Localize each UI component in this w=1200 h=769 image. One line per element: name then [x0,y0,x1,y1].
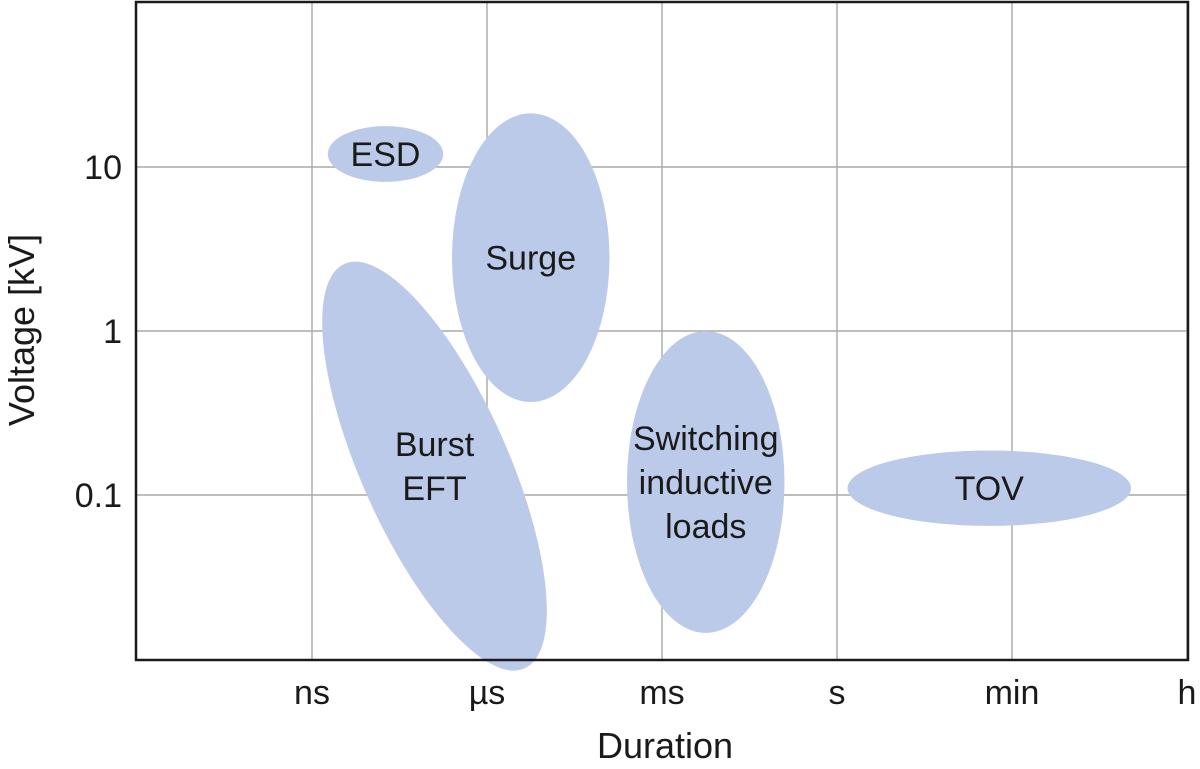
region-label: EFT [402,470,466,508]
region-label: Switching [633,420,779,458]
x-tick-label: h [1178,674,1197,712]
region: TOV [847,450,1131,526]
region-ellipse [322,261,547,671]
y-tick-label: 10 [84,149,122,187]
region-label: Burst [395,426,475,464]
region-label: Surge [485,240,576,278]
y-axis-label: Voltage [kV] [1,234,42,426]
region: Surge [452,113,610,402]
region-label: ESD [351,136,421,174]
region: ESD [327,126,444,182]
region-label: inductive [639,464,773,502]
x-tick-label: s [829,674,846,712]
region-ellipse [847,450,1131,526]
region: Switching inductive loads [627,331,785,633]
y-tick-label: 1 [103,313,122,351]
x-tick-label: µs [469,674,506,712]
x-ticks: ns µs ms s min h [294,674,1196,712]
plot-frame [134,0,1190,662]
x-axis-label: Duration [597,725,733,766]
region-ellipse [627,331,785,633]
region-label: TOV [955,470,1025,508]
y-ticks: 10 1 0.1 [75,149,122,515]
x-tick-label: min [985,674,1040,712]
region-ellipse [452,113,610,402]
region-label: loads [665,508,746,546]
x-tick-label: ms [639,674,684,712]
y-tick-label: 0.1 [75,477,122,515]
region-ellipse [327,126,444,182]
x-tick-label: ns [294,674,330,712]
